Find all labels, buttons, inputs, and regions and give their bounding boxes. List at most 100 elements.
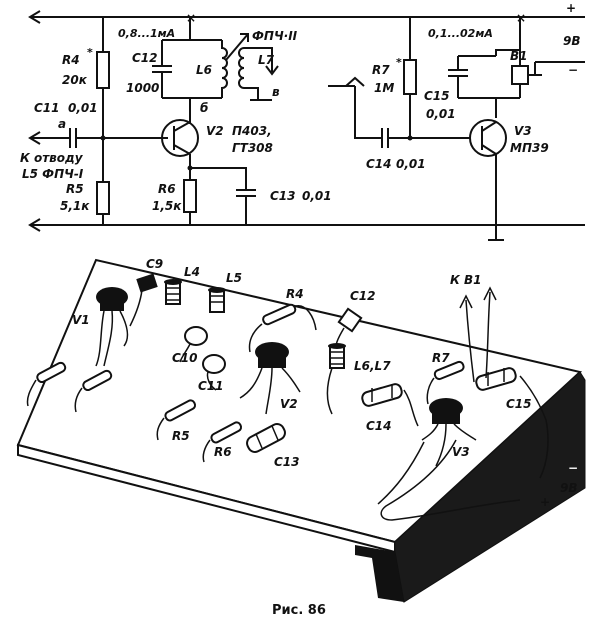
c15-capacitor [475, 367, 517, 391]
c13-wire [190, 167, 247, 190]
c12-value: 1000 [126, 81, 159, 95]
asm-c12: С12 [350, 289, 376, 303]
c12-label: С12 [132, 51, 158, 65]
v3-emitter [481, 144, 497, 155]
figure-caption: Рис. 86 [272, 603, 326, 618]
minus-ground [528, 62, 542, 76]
r5-value: 5,1к [60, 199, 90, 213]
v2-transistor-part [239, 342, 301, 415]
c11-label: С11 [34, 101, 60, 115]
v2-label: V2 [206, 124, 224, 138]
r6-label: R6 [158, 182, 176, 196]
supply-voltage-label: 9В [563, 34, 581, 48]
asm-c13: С13 [274, 455, 300, 469]
v2-transistor [161, 119, 199, 157]
fpch-label: ФПЧ·II [252, 29, 298, 43]
v3-label: V3 [514, 124, 532, 138]
b1-label: В1 [510, 49, 528, 63]
l7-output-arrow [265, 65, 279, 76]
asm-c9: С9 [146, 257, 163, 271]
junction-dot-base [100, 135, 106, 141]
r5-resistor-part [156, 399, 197, 441]
asm-l67: L6,L7 [354, 359, 391, 373]
c13-value: 0,01 [302, 189, 332, 203]
schematic: + − 9В R4 * 20к R5 5,1к С11 0,01 а К отв… [20, 1, 585, 241]
left-resistors [26, 361, 113, 413]
supply-plus-label: + [566, 1, 576, 15]
input-a-label: а [58, 117, 66, 131]
bottom-rail-left-arrow [28, 218, 41, 232]
v3-type: МП39 [510, 141, 549, 155]
b1-earphone [511, 65, 529, 85]
l5-coil [208, 287, 226, 313]
core-adjust-arrow [225, 33, 249, 61]
r5-resistor [96, 181, 110, 215]
v3-current-mark: × [516, 11, 526, 25]
asm-r5: R5 [172, 429, 190, 443]
asm-l4: L4 [184, 265, 200, 279]
l7-ground-wire [244, 87, 259, 100]
asm-l5: L5 [226, 271, 242, 285]
r7-label: R7 [372, 63, 390, 77]
l6-l7-coil [326, 343, 346, 415]
c14-label: С14 [366, 157, 392, 171]
r7-resistor-part [426, 360, 465, 405]
c10-capacitor [179, 326, 208, 363]
c12-capacitor [334, 307, 363, 355]
r7-value: 1М [374, 81, 394, 95]
asm-minus: − [568, 461, 578, 475]
v2-type-2: ГТ308 [232, 141, 273, 155]
asm-c11: С11 [198, 379, 224, 393]
supply-leads [377, 375, 549, 521]
r6-resistor-part [202, 421, 243, 463]
l7-label: L7 [258, 53, 275, 67]
junction-dot-emitter [187, 165, 193, 171]
asm-c15: С15 [506, 397, 532, 411]
assembly-drawing: С9 L4 L5 V1 R4 С12 К В1 С10 С11 L6,L7 R7… [16, 257, 586, 618]
r4-resistor-part [248, 303, 317, 353]
supply-minus-label: − [568, 63, 578, 77]
v1-transistor [95, 287, 129, 367]
c15-label: С15 [424, 89, 450, 103]
input-text-2: L5 ФПЧ-I [22, 167, 84, 181]
l4-coil [164, 279, 182, 305]
r4-asterisk: * [87, 46, 93, 59]
v3-transistor-part [421, 398, 477, 467]
input-text-1: К отводу [20, 151, 84, 165]
r7-resistor [403, 59, 417, 95]
stage2-input-arrow [345, 76, 365, 87]
asm-r7: R7 [432, 351, 450, 365]
asm-c14: С14 [366, 419, 392, 433]
v2-emitter [173, 144, 191, 155]
c14-capacitor [361, 383, 419, 427]
c11-value: 0,01 [68, 101, 98, 115]
v3-transistor [469, 119, 507, 157]
asm-r6: R6 [214, 445, 232, 459]
v3-current-label: 0,1...02мА [428, 27, 493, 40]
top-rail-left-arrow [28, 10, 41, 24]
r4-resistor [96, 51, 110, 89]
l6-label: L6 [196, 63, 212, 77]
asm-plus: + [540, 495, 550, 509]
c9-capacitor [129, 273, 158, 327]
v2-type-1: П403, [232, 124, 272, 138]
l7-coil [238, 47, 245, 89]
v2-collector [173, 121, 191, 132]
asm-voltage: 9В [560, 481, 578, 495]
board-bracket [355, 545, 404, 602]
asm-v1: V1 [72, 313, 90, 327]
asm-v3: V3 [452, 445, 470, 459]
asm-c10: С10 [172, 351, 198, 365]
c15-value: 0,01 [426, 107, 456, 121]
node-v-label: в [272, 85, 280, 99]
c14-value: 0,01 [396, 157, 426, 171]
v2-current-mark: × [186, 11, 196, 25]
l6-coil [221, 40, 228, 98]
r4-label: R4 [62, 53, 80, 67]
asm-to-b1: К В1 [450, 273, 481, 287]
r6-value: 1,5к [152, 199, 182, 213]
c13-capacitor [246, 423, 286, 453]
input-arrow [28, 131, 41, 145]
core-adjust-arrowhead [240, 33, 249, 42]
